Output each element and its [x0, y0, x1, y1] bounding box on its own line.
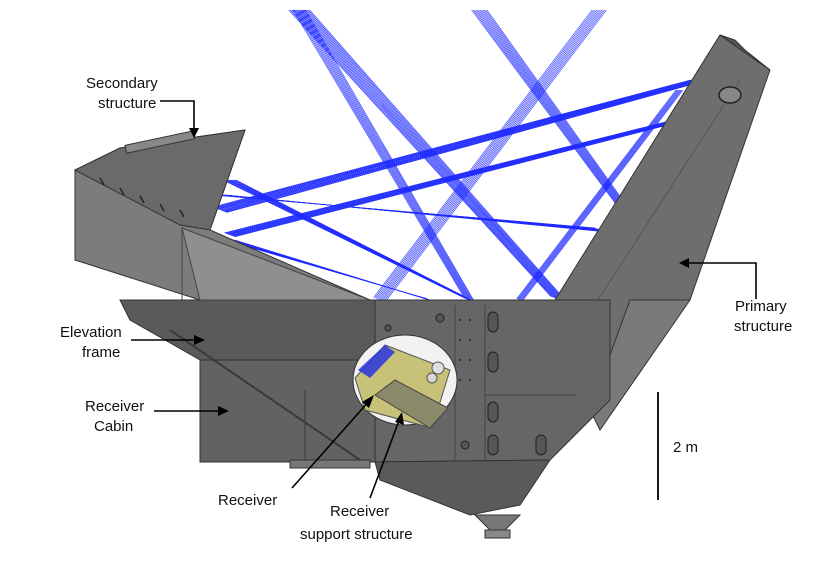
svg-text:Elevation: Elevation: [60, 324, 122, 341]
ray-line: [518, 89, 680, 300]
svg-text:support structure: support structure: [300, 526, 413, 543]
ray-line: [307, 9, 567, 303]
ray-line: [516, 89, 677, 299]
ray-line: [294, 9, 466, 299]
ray-line: [377, 9, 598, 300]
ray-line: [517, 89, 678, 300]
ray-line: [224, 79, 707, 213]
receiver-support-structure: [374, 379, 449, 429]
ray-line: [221, 79, 703, 212]
ray-line: [378, 9, 599, 300]
ray-line: [521, 89, 683, 301]
ray-line: [485, 9, 645, 232]
ray-line: [212, 79, 691, 208]
svg-text:Secondary: Secondary: [86, 75, 158, 92]
ray-line: [234, 239, 434, 302]
ray-line: [218, 79, 699, 210]
ray-line: [383, 9, 606, 302]
ray-line: [483, 9, 644, 232]
svg-text:frame: frame: [82, 344, 120, 361]
ray-line: [234, 109, 727, 238]
ray-line: [298, 9, 470, 300]
ray-line: [374, 9, 594, 299]
ray-line: [292, 9, 465, 299]
label-receiver: Receiver: [218, 395, 374, 509]
svg-text:structure: structure: [734, 318, 792, 335]
ray-line: [226, 79, 709, 213]
label-primary-structure: Primary structure: [679, 258, 792, 335]
ray-line: [522, 89, 684, 302]
ray-line: [305, 9, 475, 302]
ray-line: [519, 89, 681, 301]
svg-text:Primary: Primary: [735, 298, 787, 315]
ray-line: [486, 9, 646, 233]
ray-line: [302, 9, 473, 301]
ray-line: [222, 79, 704, 212]
ray-line: [373, 9, 593, 298]
ray-line: [384, 9, 607, 303]
ray-line: [381, 9, 602, 301]
ray-line: [379, 9, 601, 301]
ray-line: [215, 79, 695, 209]
ray-line: [213, 79, 692, 208]
ray-line: [217, 79, 697, 210]
label-elevation-frame: Elevation frame: [60, 324, 205, 361]
ray-line: [218, 79, 698, 210]
ray-line: [225, 194, 605, 233]
ray-line: [306, 9, 566, 303]
svg-text:Receiver: Receiver: [330, 503, 389, 520]
scale-bar: 2 m: [657, 392, 698, 500]
ray-line: [518, 89, 679, 300]
base-wedge: [374, 459, 551, 516]
label-secondary-structure: Secondary structure: [86, 75, 199, 138]
svg-text:Receiver: Receiver: [85, 398, 144, 415]
ray-line: [304, 9, 565, 302]
ray-line: [214, 79, 693, 209]
label-receiver-cabin: Receiver Cabin: [85, 398, 229, 435]
svg-text:2 m: 2 m: [673, 439, 698, 456]
ray-line: [301, 9, 472, 301]
svg-text:structure: structure: [98, 95, 156, 112]
ray-line: [220, 79, 702, 211]
ray-line: [225, 79, 708, 213]
ray-line: [299, 9, 471, 301]
ray-line: [382, 9, 604, 302]
ray-line: [375, 9, 596, 299]
ray-line: [223, 79, 705, 212]
ray-line: [219, 79, 701, 211]
label-receiver-support: Receiver support structure: [300, 412, 413, 543]
ray-line: [520, 89, 682, 301]
ray-line: [295, 9, 467, 299]
ray-line: [235, 179, 475, 303]
ray-line: [216, 79, 696, 209]
ray-line: [296, 9, 469, 300]
svg-text:Receiver: Receiver: [218, 492, 277, 509]
svg-text:Cabin: Cabin: [94, 418, 133, 435]
optical-rays: [212, 9, 727, 304]
ray-line: [303, 9, 474, 302]
ray-line: [309, 9, 568, 304]
